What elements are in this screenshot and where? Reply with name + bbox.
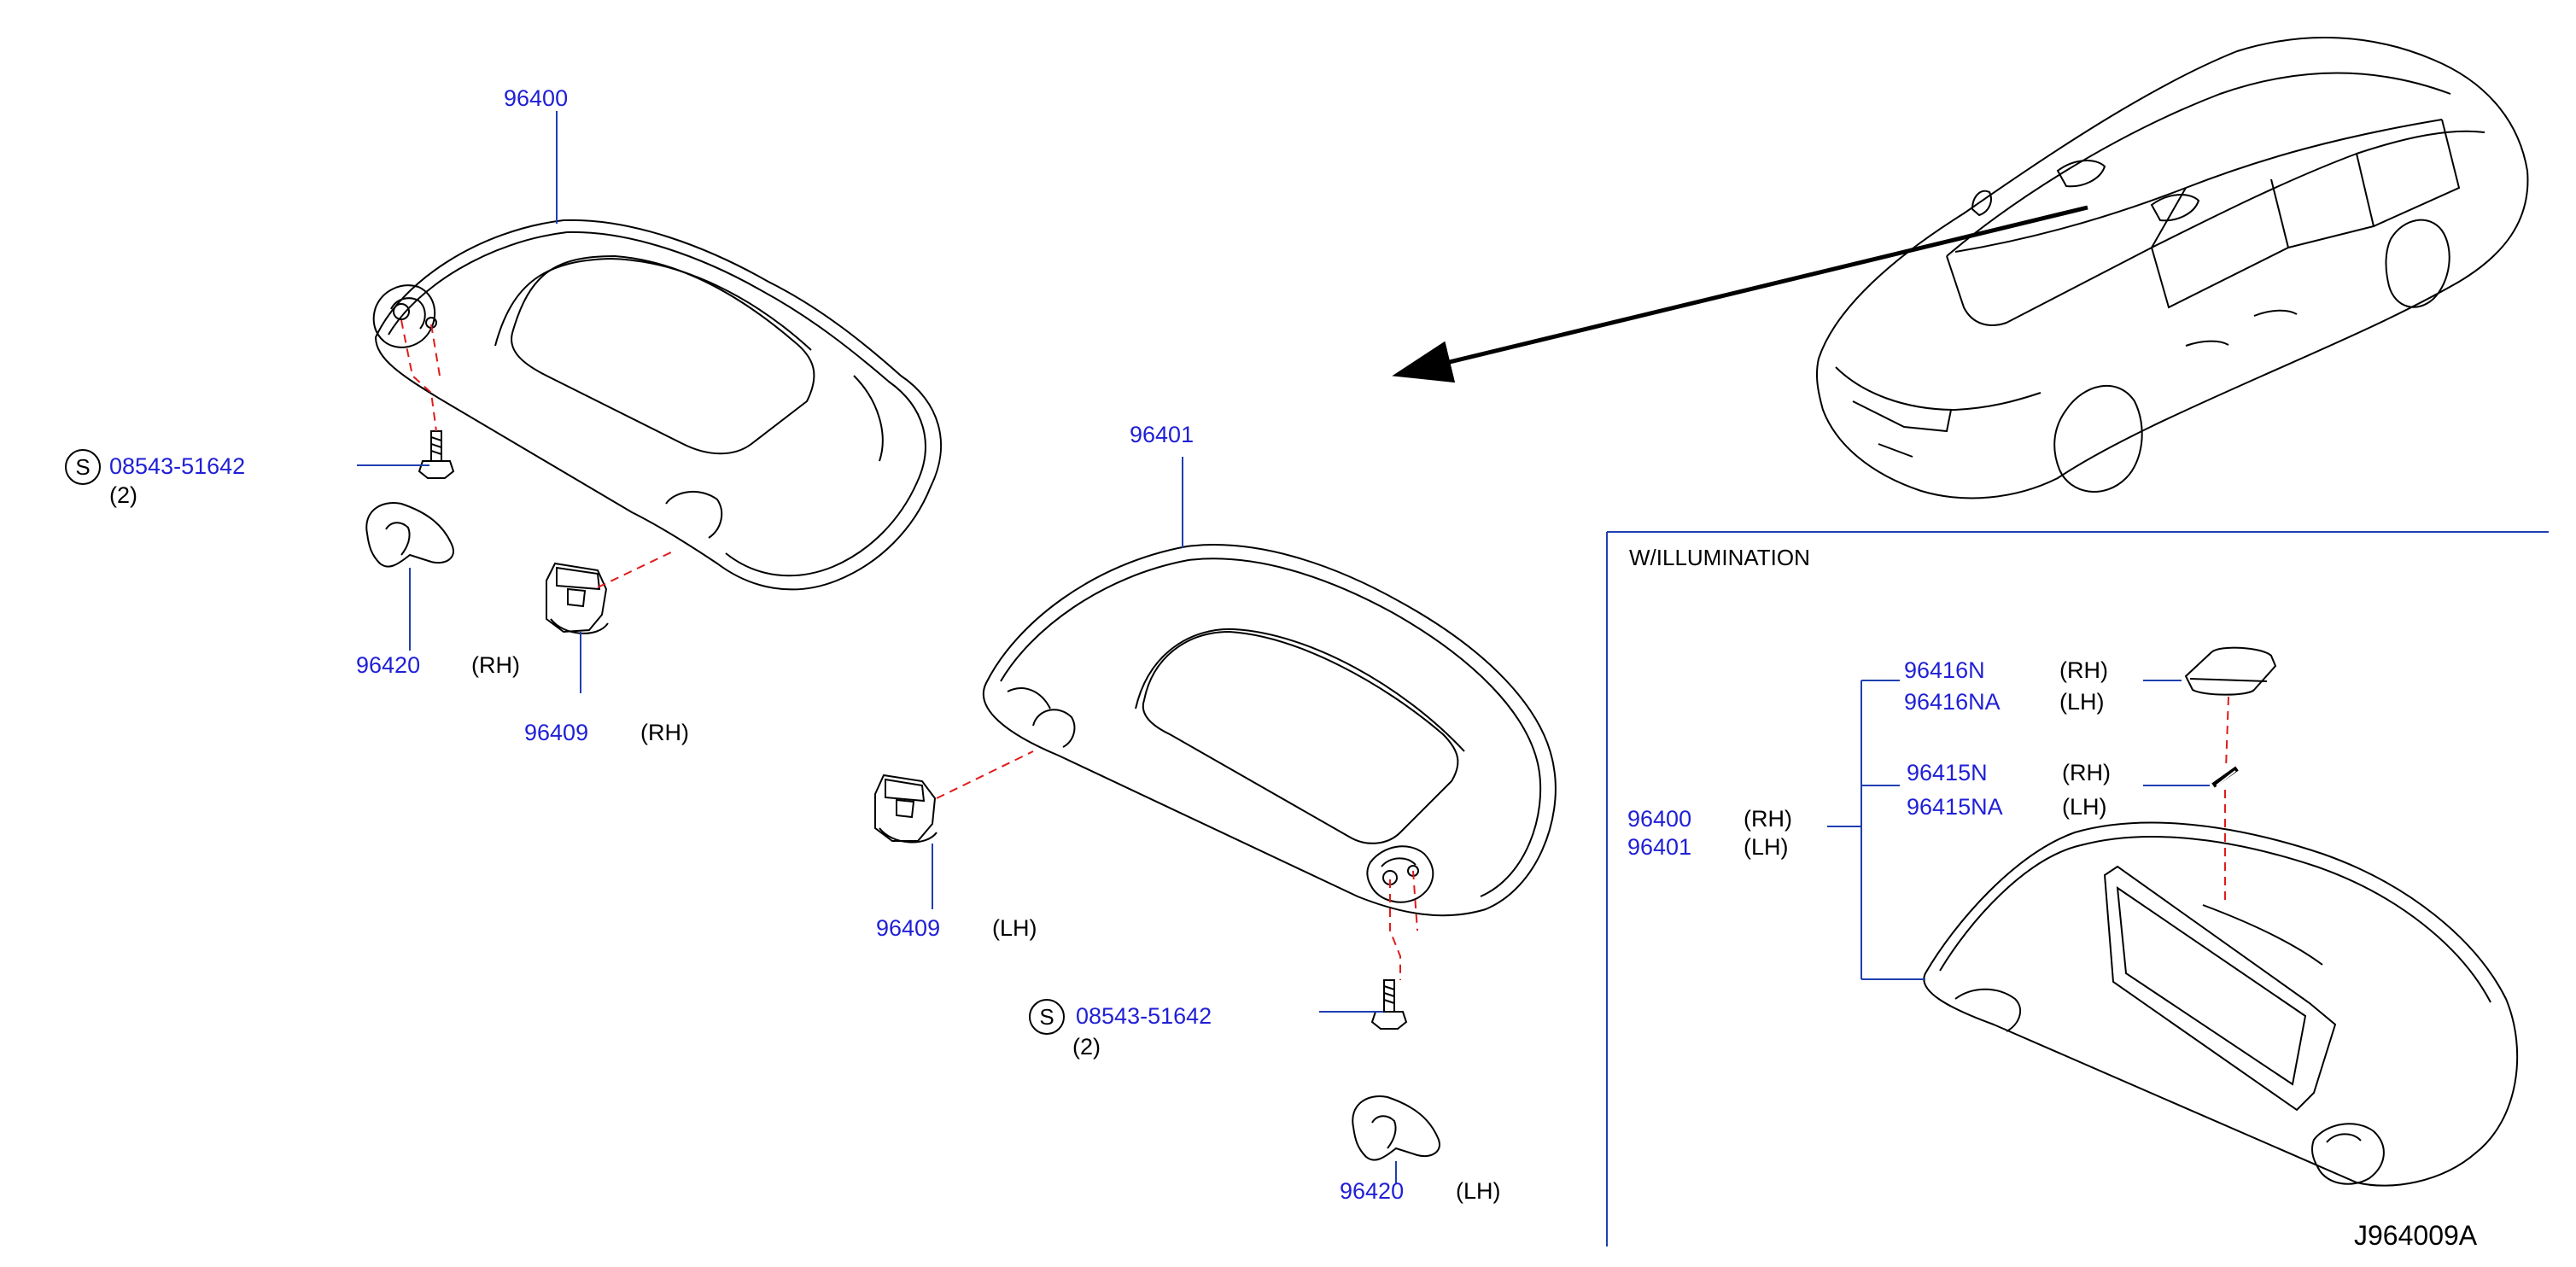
lens-side-lh: (LH) (2059, 689, 2105, 715)
illumination-section-title: W/ILLUMINATION (1629, 545, 1810, 570)
bulb-side-lh: (LH) (2062, 794, 2107, 820)
visor-illum-side-lh: (LH) (1744, 834, 1789, 860)
bulb-side-rh: (RH) (2062, 760, 2111, 785)
part-number-visor-illum-lh[interactable]: 96401 (1627, 834, 1692, 860)
part-number-bulb-lh[interactable]: 96415NA (1907, 794, 2003, 820)
leader-lines (357, 111, 2210, 1184)
part-number-visor-illum-rh[interactable]: 96400 (1627, 806, 1692, 832)
part-number-holder-lh[interactable]: 96409 (876, 915, 941, 941)
clip-side-rh: (RH) (471, 652, 520, 678)
holder-side-rh: (RH) (640, 720, 689, 745)
part-number-screw-upper[interactable]: 08543-51642 (109, 453, 246, 479)
part-number-visor-rh[interactable]: 96400 (504, 85, 569, 111)
part-number-holder-rh[interactable]: 96409 (524, 720, 589, 745)
sun-visor-lh-drawing (874, 544, 1557, 1161)
part-number-lens-lh[interactable]: 96416NA (1904, 689, 2001, 715)
assembly-dash-lines (400, 319, 2229, 980)
lens-side-rh: (RH) (2059, 657, 2108, 683)
diagram-code: J964009A (2354, 1220, 2478, 1251)
part-number-bulb-rh[interactable]: 96415N (1907, 760, 1988, 785)
location-arrow (1392, 205, 2088, 383)
standard-part-symbol: S (1029, 999, 1065, 1035)
part-number-screw-lower[interactable]: 08543-51642 (1076, 1003, 1212, 1029)
part-number-clip-lh[interactable]: 96420 (1340, 1178, 1405, 1204)
part-number-clip-rh[interactable]: 96420 (356, 652, 421, 678)
visor-illum-side-rh: (RH) (1744, 806, 1792, 832)
clip-side-lh: (LH) (1456, 1178, 1501, 1204)
screw-quantity-upper: (2) (109, 482, 137, 508)
sun-visor-illuminated-drawing (1923, 646, 2519, 1187)
holder-side-lh: (LH) (992, 915, 1037, 941)
sun-visor-rh-drawing (365, 219, 943, 634)
part-number-lens-rh[interactable]: 96416N (1904, 657, 1985, 683)
standard-part-symbol: S (65, 449, 101, 485)
screw-quantity-lower: (2) (1072, 1034, 1101, 1060)
illumination-panel-frame (1606, 531, 2549, 1247)
vehicle-location-sketch (1815, 36, 2529, 499)
part-number-visor-lh[interactable]: 96401 (1130, 422, 1195, 447)
